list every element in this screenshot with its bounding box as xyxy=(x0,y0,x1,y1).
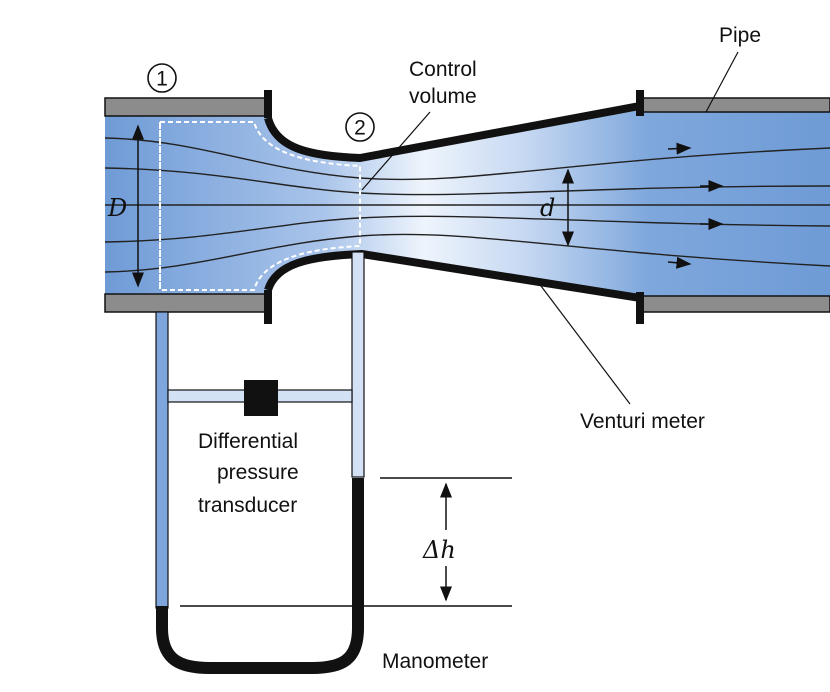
transducer-box xyxy=(244,380,278,416)
manometer-label: Manometer xyxy=(382,650,488,673)
transducer-label-line1: Differential xyxy=(198,430,298,453)
diameter-D-label: D xyxy=(107,194,127,222)
transducer-label-line3: transducer xyxy=(198,494,297,517)
venturi-meter-label: Venturi meter xyxy=(580,410,705,433)
control-volume-label-line2: volume xyxy=(409,85,477,108)
manometer-left-fluid xyxy=(156,606,168,612)
diameter-d-label: d xyxy=(540,194,555,222)
pipe-wall xyxy=(104,97,830,313)
fluid-region xyxy=(105,110,830,296)
section-1-marker: 1 xyxy=(147,63,177,93)
pipe-label: Pipe xyxy=(719,24,761,47)
svg-text:2: 2 xyxy=(354,117,366,140)
delta-h-label: Δh xyxy=(422,536,456,564)
pipe-leader xyxy=(705,51,739,113)
transducer-label-line2: pressure xyxy=(217,461,299,484)
svg-text:1: 1 xyxy=(156,68,168,91)
manometer-u-tube xyxy=(156,478,364,674)
control-volume-leader xyxy=(361,111,431,191)
flow-arrows xyxy=(667,142,724,269)
section-2-marker: 2 xyxy=(345,112,375,142)
control-volume-label-line1: Control xyxy=(409,58,477,81)
streamlines xyxy=(104,137,830,273)
venturi-meter-leader xyxy=(537,281,631,405)
